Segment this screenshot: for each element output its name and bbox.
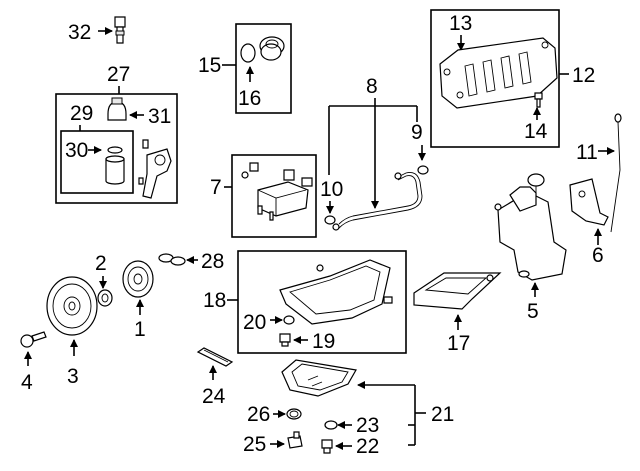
part-label-12: 12	[572, 64, 595, 87]
part-label-16: 16	[238, 87, 261, 110]
seal-ring-part-20	[283, 315, 295, 325]
part-label-32: 32	[68, 21, 91, 44]
part-label-3: 3	[67, 365, 79, 388]
sensor-part-25	[287, 431, 303, 449]
part-label-7: 7	[210, 176, 222, 199]
part-label-22: 22	[356, 435, 379, 458]
part-label-15: 15	[198, 54, 221, 77]
part-label-6: 6	[592, 244, 604, 267]
bolt-part-14	[534, 92, 543, 108]
seal-ring-part-26	[286, 408, 302, 420]
pulley-part-3	[46, 276, 98, 336]
part-label-25: 25	[243, 433, 266, 456]
part-label-4: 4	[21, 371, 33, 394]
filter-seal-part-30	[105, 146, 125, 185]
group-box-15	[235, 23, 292, 114]
bracket-part-6	[569, 178, 609, 226]
group-box-12	[430, 9, 560, 148]
breather-hose-part-8	[332, 171, 423, 231]
seal-ring-part-23	[324, 420, 338, 430]
sensor-part-24	[196, 347, 234, 367]
plug-part-19	[279, 333, 291, 347]
part-label-11: 11	[576, 141, 598, 164]
bolt-part-4	[20, 331, 47, 348]
part-label-24: 24	[202, 385, 226, 408]
part-label-10: 10	[320, 178, 343, 201]
part-label-21: 21	[431, 403, 454, 426]
part-label-28: 28	[201, 250, 224, 273]
part-label-9: 9	[411, 121, 423, 144]
group-box-7	[231, 154, 317, 238]
group-box-27	[55, 93, 178, 204]
part-label-1: 1	[134, 318, 146, 341]
oil-cap-part-15	[259, 36, 285, 61]
part-label-13: 13	[449, 12, 472, 35]
oil-pan-part-21	[281, 359, 357, 397]
part-label-26: 26	[247, 403, 270, 426]
seal-ring-part-10	[324, 215, 336, 225]
spacer-part-2	[97, 289, 113, 307]
valve-cover-part-13	[439, 37, 558, 109]
part-label-20: 20	[243, 311, 266, 334]
reservoir-part-5	[494, 173, 567, 281]
part-label-8: 8	[366, 75, 378, 98]
oil-pan-part-17	[413, 272, 502, 310]
pulley-part-1	[122, 260, 154, 298]
seal-rings-part-28	[158, 253, 186, 266]
part-label-14: 14	[524, 120, 548, 143]
part-label-29: 29	[70, 102, 93, 125]
group-box-29	[60, 130, 134, 194]
part-label-5: 5	[527, 300, 539, 323]
part-label-2: 2	[95, 252, 107, 275]
drain-plug-part-22	[321, 439, 333, 454]
part-label-30: 30	[65, 139, 88, 162]
group-box-18	[237, 250, 407, 354]
part-label-18: 18	[203, 289, 226, 312]
seal-ring-part-16	[240, 43, 256, 63]
upper-oil-pan	[279, 259, 393, 325]
dipstick-part-11	[610, 113, 622, 233]
oil-separator-part-7	[241, 162, 313, 221]
part-label-17: 17	[447, 332, 470, 355]
filter-cap-part-31	[107, 97, 127, 121]
oil-filter-housing	[138, 139, 172, 199]
part-label-23: 23	[356, 414, 379, 437]
seal-ring-part-9	[417, 165, 429, 175]
part-label-27: 27	[107, 63, 130, 86]
part-label-19: 19	[312, 330, 335, 353]
part-label-31: 31	[148, 105, 171, 128]
sensor-part-32	[114, 16, 126, 44]
